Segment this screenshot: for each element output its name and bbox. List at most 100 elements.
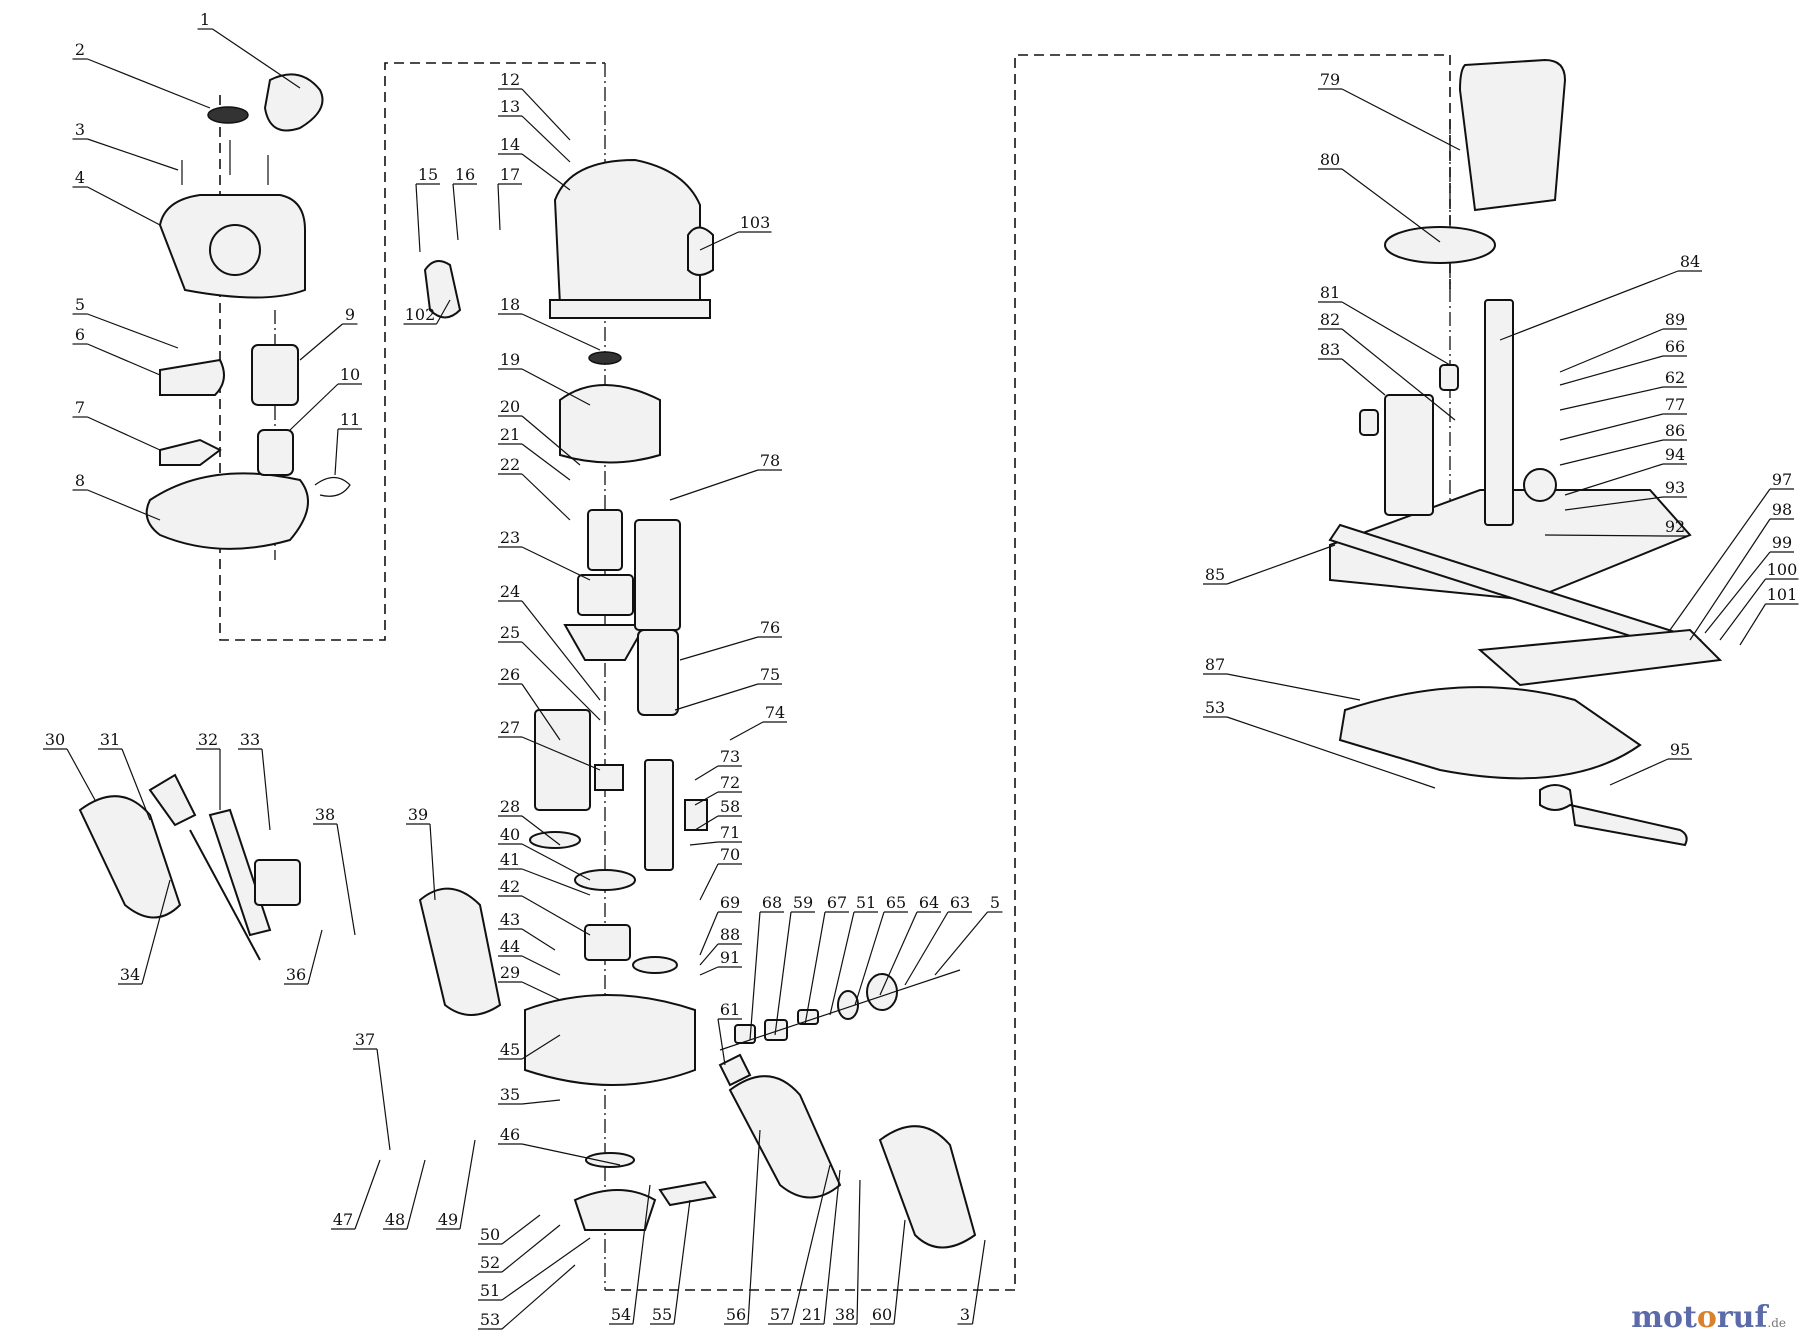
part-label: 81 bbox=[1320, 283, 1340, 302]
part-label: 59 bbox=[793, 893, 813, 912]
leader-line bbox=[459, 1139, 476, 1230]
leader-line bbox=[429, 823, 436, 901]
leader-line bbox=[435, 299, 451, 325]
part-label: 54 bbox=[611, 1305, 631, 1324]
part-label: 85 bbox=[1205, 565, 1225, 584]
part-label: 101 bbox=[1767, 585, 1798, 604]
part-label: 58 bbox=[720, 797, 740, 816]
leader-line bbox=[1544, 534, 1664, 537]
leader-line bbox=[87, 313, 179, 349]
leader-line bbox=[376, 1048, 391, 1151]
leader-line bbox=[521, 443, 571, 481]
leader-line bbox=[879, 911, 918, 996]
leader-line bbox=[1609, 758, 1669, 786]
part-label: 40 bbox=[500, 825, 520, 844]
part-label: 25 bbox=[500, 623, 520, 642]
part-label: 30 bbox=[45, 730, 65, 749]
part-label: 98 bbox=[1772, 500, 1792, 519]
leader-line bbox=[1719, 578, 1766, 641]
part-label: 31 bbox=[100, 730, 120, 749]
part-label: 86 bbox=[1665, 421, 1685, 440]
leader-line bbox=[1341, 358, 1386, 396]
leader-line bbox=[289, 383, 339, 431]
part-label: 51 bbox=[856, 893, 876, 912]
part-label: 92 bbox=[1665, 517, 1685, 536]
part-label: 21 bbox=[500, 425, 520, 444]
leader-line bbox=[307, 929, 323, 985]
part-label: 69 bbox=[720, 893, 740, 912]
part-label: 83 bbox=[1320, 340, 1340, 359]
part-label: 89 bbox=[1665, 310, 1685, 329]
part-label: 63 bbox=[950, 893, 970, 912]
part-label: 88 bbox=[720, 925, 740, 944]
leader-line bbox=[1226, 544, 1336, 585]
part-label: 14 bbox=[500, 135, 520, 154]
leader-line bbox=[971, 1239, 986, 1325]
leader-line bbox=[791, 1164, 831, 1325]
part-label: 64 bbox=[919, 893, 939, 912]
leader-line bbox=[1669, 488, 1771, 631]
leader-line bbox=[699, 863, 719, 901]
leader-line bbox=[406, 1159, 426, 1230]
leader-line bbox=[694, 791, 719, 806]
part-label: 9 bbox=[345, 305, 355, 324]
leader-line bbox=[521, 546, 591, 581]
leader-line bbox=[521, 736, 601, 771]
part-label: 22 bbox=[500, 455, 520, 474]
part-label: 23 bbox=[500, 528, 520, 547]
part-label: 95 bbox=[1670, 740, 1690, 759]
leader-line bbox=[1704, 551, 1771, 634]
part-label: 33 bbox=[240, 730, 260, 749]
leader-line bbox=[699, 231, 739, 251]
part-label: 3 bbox=[75, 120, 85, 139]
part-label: 68 bbox=[762, 893, 782, 912]
router-top-cap bbox=[145, 73, 351, 550]
part-label: 21 bbox=[802, 1305, 822, 1324]
part-label: 28 bbox=[500, 797, 520, 816]
part-label: 50 bbox=[480, 1225, 500, 1244]
part-label: 10 bbox=[340, 365, 360, 384]
part-label: 4 bbox=[75, 168, 85, 187]
leader-line bbox=[521, 895, 591, 936]
part-label: 12 bbox=[500, 70, 520, 89]
part-label: 78 bbox=[760, 451, 780, 470]
leader-line bbox=[521, 1143, 621, 1166]
part-label: 77 bbox=[1665, 395, 1685, 414]
leader-line bbox=[521, 473, 571, 521]
leader-line bbox=[501, 1264, 576, 1330]
part-label: 7 bbox=[75, 398, 85, 417]
part-label: 24 bbox=[500, 582, 520, 601]
leader-line bbox=[521, 981, 561, 1001]
part-label: 62 bbox=[1665, 368, 1685, 387]
part-label: 57 bbox=[770, 1305, 790, 1324]
part-label: 6 bbox=[75, 325, 85, 344]
part-label: 49 bbox=[438, 1210, 458, 1229]
part-label: 102 bbox=[405, 305, 436, 324]
leader-line bbox=[1341, 88, 1461, 151]
leader-line bbox=[674, 683, 759, 711]
part-label: 35 bbox=[500, 1085, 520, 1104]
leader-line bbox=[823, 1169, 841, 1325]
part-label: 27 bbox=[500, 718, 520, 737]
part-label: 82 bbox=[1320, 310, 1340, 329]
dashed-outlines bbox=[219, 54, 1451, 1291]
leader-line bbox=[1559, 355, 1664, 386]
part-label: 17 bbox=[500, 165, 520, 184]
depth-adjust-parts bbox=[719, 969, 961, 1051]
leader-line bbox=[521, 955, 561, 976]
leader-line bbox=[521, 415, 581, 466]
part-label: 93 bbox=[1665, 478, 1685, 497]
part-label: 45 bbox=[500, 1040, 520, 1059]
leader-line bbox=[299, 323, 343, 361]
part-label: 46 bbox=[500, 1125, 520, 1144]
part-label: 52 bbox=[480, 1253, 500, 1272]
part-label: 42 bbox=[500, 877, 520, 896]
part-label: 16 bbox=[455, 165, 475, 184]
part-label: 51 bbox=[480, 1281, 500, 1300]
leader-line bbox=[521, 868, 591, 896]
part-label: 66 bbox=[1665, 337, 1685, 356]
leader-line bbox=[1564, 496, 1664, 511]
leader-line bbox=[632, 1184, 651, 1325]
part-label: 56 bbox=[726, 1305, 746, 1324]
part-label: 67 bbox=[827, 893, 847, 912]
